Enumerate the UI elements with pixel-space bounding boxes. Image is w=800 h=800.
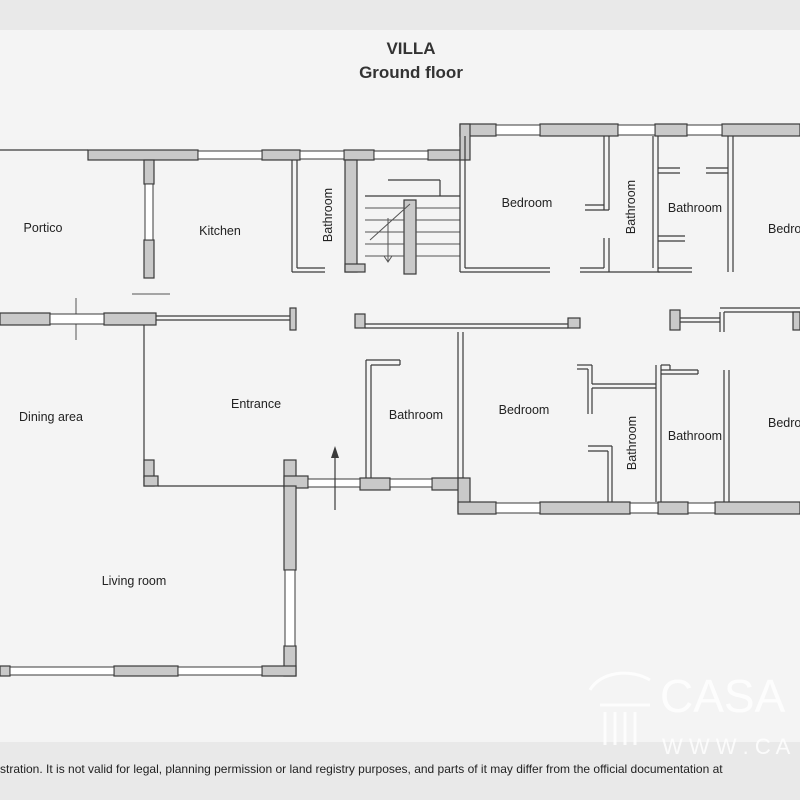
watermark-url: W W W . C A	[662, 734, 791, 759]
room-bedroom-1: Bedroom	[502, 196, 553, 210]
room-bedroom-4: Bedro	[768, 416, 800, 430]
watermark-logo: CASA W W W . C A	[588, 670, 791, 759]
room-entrance: Entrance	[231, 397, 281, 411]
plan-sheet	[0, 30, 800, 742]
windows	[9, 124, 723, 676]
room-bathroom-4: Bathroom	[389, 408, 443, 422]
room-bathroom-1: Bathroom	[321, 188, 335, 242]
disclaimer-text: stration. It is not valid for legal, pla…	[0, 762, 723, 776]
room-bathroom-6: Bathroom	[668, 429, 722, 443]
room-bedroom-2: Bedro	[768, 222, 800, 236]
entrance-arrow-icon	[331, 446, 339, 510]
room-bedroom-3: Bedroom	[499, 403, 550, 417]
room-bathroom-5: Bathroom	[625, 416, 639, 470]
room-kitchen: Kitchen	[199, 224, 241, 238]
watermark-brand: CASA	[660, 670, 786, 722]
room-living-room: Living room	[102, 574, 167, 588]
room-dining-area: Dining area	[19, 410, 83, 424]
walls	[0, 123, 800, 677]
plan-subtitle: Ground floor	[359, 63, 463, 82]
plan-title: VILLA	[386, 39, 435, 58]
room-portico: Portico	[24, 221, 63, 235]
room-bathroom-3: Bathroom	[668, 201, 722, 215]
room-bathroom-2: Bathroom	[624, 180, 638, 234]
